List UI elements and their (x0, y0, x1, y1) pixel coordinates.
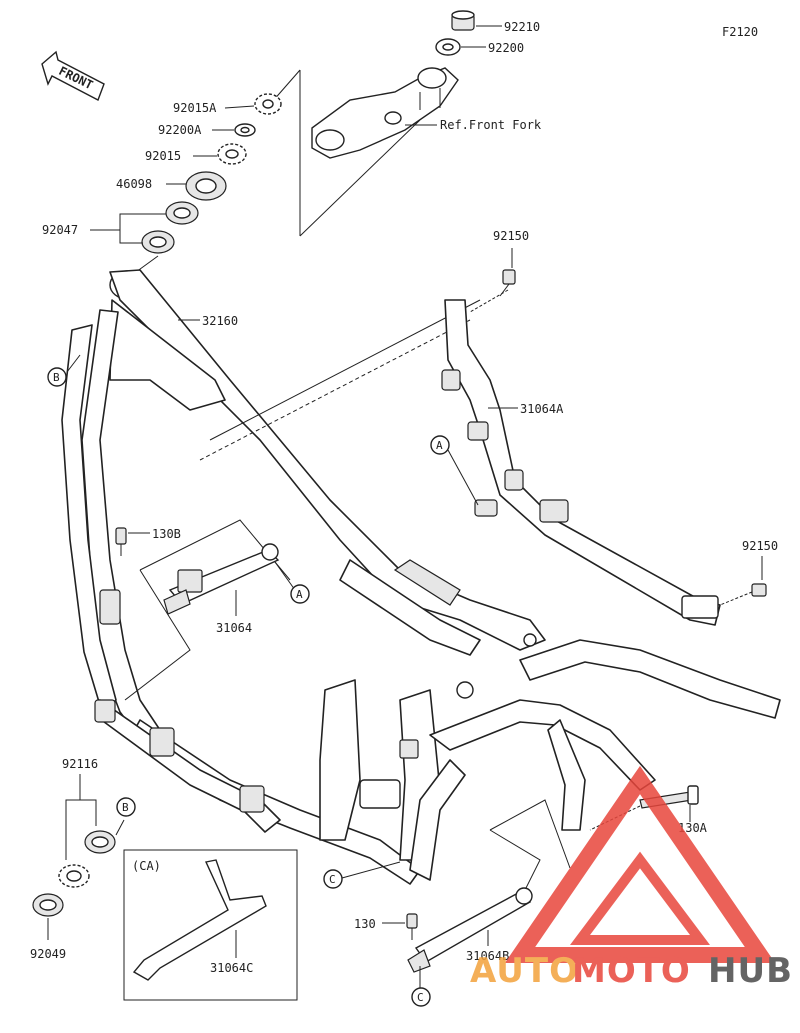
part-92116: 92116 (62, 757, 98, 771)
part-92200: 92200 (488, 41, 524, 55)
part-46098: 46098 (116, 177, 152, 191)
part-130a: 130A (678, 821, 708, 835)
ref-front-fork-note: Ref.Front Fork (440, 118, 542, 132)
part-92200a: 92200A (158, 123, 202, 137)
part-32160: 32160 (202, 314, 238, 328)
washer-92200-icon (435, 38, 461, 56)
callout-b-frame-letter: B (53, 371, 60, 384)
bolt-130-icon (406, 913, 418, 940)
part-92210: 92210 (504, 20, 540, 34)
nut-92210-icon (451, 10, 475, 31)
callout-a-rail-31064a: A (430, 435, 450, 455)
washer-92200a-icon (234, 123, 256, 137)
callout-c-bracket: C (411, 987, 431, 1007)
part-92015: 92015 (145, 149, 181, 163)
callout-c-bracket-letter: C (417, 991, 424, 1004)
nut-92116-icon (58, 864, 90, 888)
diagram-code: F2120 (722, 25, 758, 39)
part-92150-top: 92150 (493, 229, 529, 243)
callout-a-upper-letter: A (436, 439, 443, 452)
callout-c-frame-letter: C (329, 873, 336, 886)
nut-92015a-icon (254, 93, 282, 115)
bolt-92150-right-icon (751, 583, 767, 597)
part-130: 130 (354, 917, 376, 931)
fork-bracket-icon (311, 67, 459, 159)
front-arrow-icon: FRONT (41, 50, 105, 101)
callout-b-collar: B (116, 797, 136, 817)
part-92015a: 92015A (173, 101, 217, 115)
part-130b: 130B (152, 527, 181, 541)
collar-92116-icon (84, 830, 116, 854)
callout-c-frame: C (323, 869, 343, 889)
part-31064a: 31064A (520, 402, 564, 416)
bearing-92047-upper-icon (165, 201, 199, 225)
callout-b-frame: B (47, 367, 67, 387)
part-31064b: 31064B (466, 949, 509, 963)
bearing-92047-lower-icon (141, 230, 175, 254)
callout-a-lower-letter: A (296, 588, 303, 601)
seal-46098-icon (185, 171, 227, 201)
part-92049: 92049 (30, 947, 66, 961)
automotohub-watermark-logo: AUTO MOTO HUB (470, 765, 793, 991)
bracket-31064-group (124, 519, 291, 701)
part-31064c: 31064C (210, 961, 253, 975)
watermark-part3: HUB (708, 951, 793, 991)
main-frame (61, 269, 781, 885)
part-92047: 92047 (42, 223, 78, 237)
watermark-part2: MOTO (572, 951, 691, 991)
bolt-92150-top-icon (499, 269, 516, 297)
part-31064: 31064 (216, 621, 252, 635)
watermark-part1: AUTO (470, 951, 579, 991)
ca-inset-label: (CA) (132, 859, 161, 873)
nut-92015-icon (217, 143, 247, 165)
seal-92049-icon (32, 893, 64, 917)
callout-b-collar-letter: B (122, 801, 129, 814)
bolt-130b-icon (115, 527, 127, 556)
callout-a-bracket-31064: A (290, 584, 310, 604)
ca-inset-box: (CA) 31064C (123, 849, 298, 1001)
bracket-31064b (407, 799, 571, 973)
part-92150-right: 92150 (742, 539, 778, 553)
rail-31064a (441, 299, 721, 626)
